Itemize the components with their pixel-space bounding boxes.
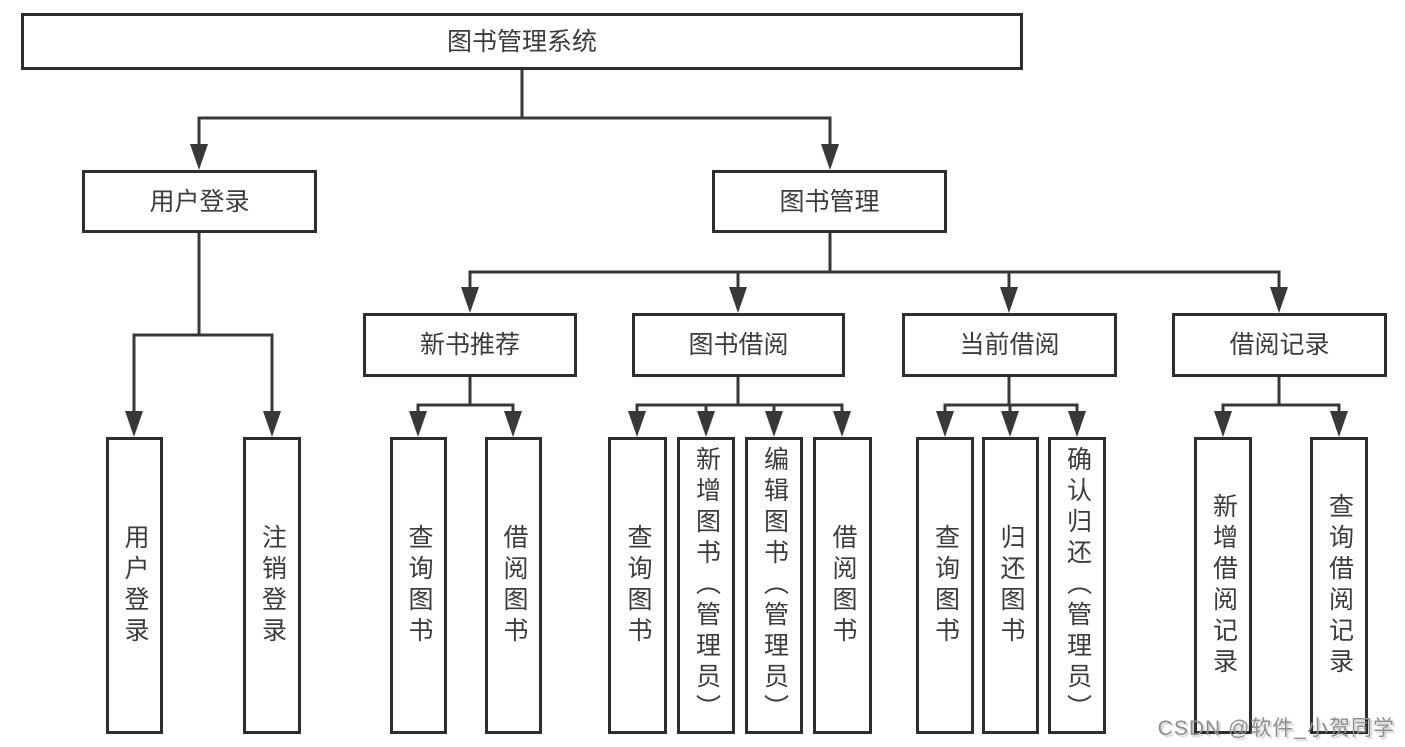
leaf-bb-borrow-books: 借阅图书 [813, 437, 872, 734]
node-user-login: 用户登录 [82, 170, 317, 233]
node-label: 新增图书（管理员） [692, 446, 721, 725]
leaf-cb-confirm-return-admin: 确认归还（管理员） [1048, 437, 1106, 734]
arrow-leaf-nb-query [409, 411, 427, 437]
arrow-leaf-nb-borrow [504, 411, 522, 437]
node-label: 查询图书 [624, 523, 652, 648]
leaf-nb-query-books: 查询图书 [390, 437, 447, 734]
arrow-new-book [461, 287, 479, 313]
arrow-book-management [821, 144, 839, 170]
arrow-book-borrow [729, 287, 747, 313]
node-label: 查询图书 [931, 523, 960, 648]
node-new-book-recommend: 新书推荐 [363, 313, 577, 377]
node-label: 用户登录 [121, 523, 149, 648]
arrow-leaf-bb-edit [765, 411, 783, 437]
node-borrow-records: 借阅记录 [1172, 313, 1387, 377]
node-label: 编辑图书（管理员） [760, 446, 789, 725]
arrow-leaf-br-query [1330, 411, 1348, 437]
node-label: 图书管理系统 [446, 27, 597, 56]
arrowheads [125, 144, 1348, 437]
leaf-logout: 注销登录 [243, 437, 301, 734]
leaf-bb-edit-book-admin: 编辑图书（管理员） [745, 437, 803, 734]
node-label: 查询图书 [405, 523, 433, 648]
arrow-leaf-br-add [1214, 411, 1232, 437]
node-label: 注销登录 [258, 523, 287, 648]
leaf-br-add-record: 新增借阅记录 [1194, 437, 1252, 734]
arrow-leaf-login [125, 411, 143, 437]
leaf-user-login: 用户登录 [106, 437, 163, 734]
arrow-leaf-cb-confirm [1068, 411, 1086, 437]
node-root: 图书管理系统 [21, 13, 1023, 70]
node-book-management: 图书管理 [712, 170, 947, 233]
leaf-br-query-record: 查询借阅记录 [1310, 437, 1368, 734]
arrow-borrow-records [1270, 287, 1288, 313]
leaf-bb-query-books: 查询图书 [608, 437, 667, 734]
arrow-leaf-logout [263, 411, 281, 437]
node-label: 归还图书 [997, 523, 1025, 648]
arrow-leaf-bb-borrow [833, 411, 851, 437]
leaf-cb-query-books: 查询图书 [916, 437, 974, 734]
node-label: 图书借阅 [688, 331, 789, 359]
node-label: 新书推荐 [419, 331, 520, 359]
node-label: 新增借阅记录 [1209, 492, 1238, 679]
node-book-borrow: 图书借阅 [632, 313, 845, 377]
leaf-cb-return-book: 归还图书 [982, 437, 1039, 734]
arrow-leaf-bb-add [697, 411, 715, 437]
node-label: 借阅图书 [829, 523, 857, 648]
arrow-user-login [190, 144, 208, 170]
arrow-leaf-cb-return [1001, 411, 1019, 437]
leaf-nb-borrow-books: 借阅图书 [485, 437, 542, 734]
node-label: 确认归还（管理员） [1063, 446, 1092, 725]
node-label: 用户登录 [149, 187, 250, 216]
arrow-leaf-bb-query [628, 411, 646, 437]
node-label: 当前借阅 [959, 331, 1060, 359]
node-current-borrow: 当前借阅 [902, 313, 1117, 377]
leaf-bb-add-book-admin: 新增图书（管理员） [677, 437, 735, 734]
arrow-current-borrow [1000, 287, 1018, 313]
node-label: 查询借阅记录 [1325, 492, 1354, 679]
node-label: 借阅记录 [1229, 331, 1330, 359]
node-label: 图书管理 [779, 187, 880, 216]
node-label: 借阅图书 [500, 523, 528, 648]
arrow-leaf-cb-query [936, 411, 954, 437]
